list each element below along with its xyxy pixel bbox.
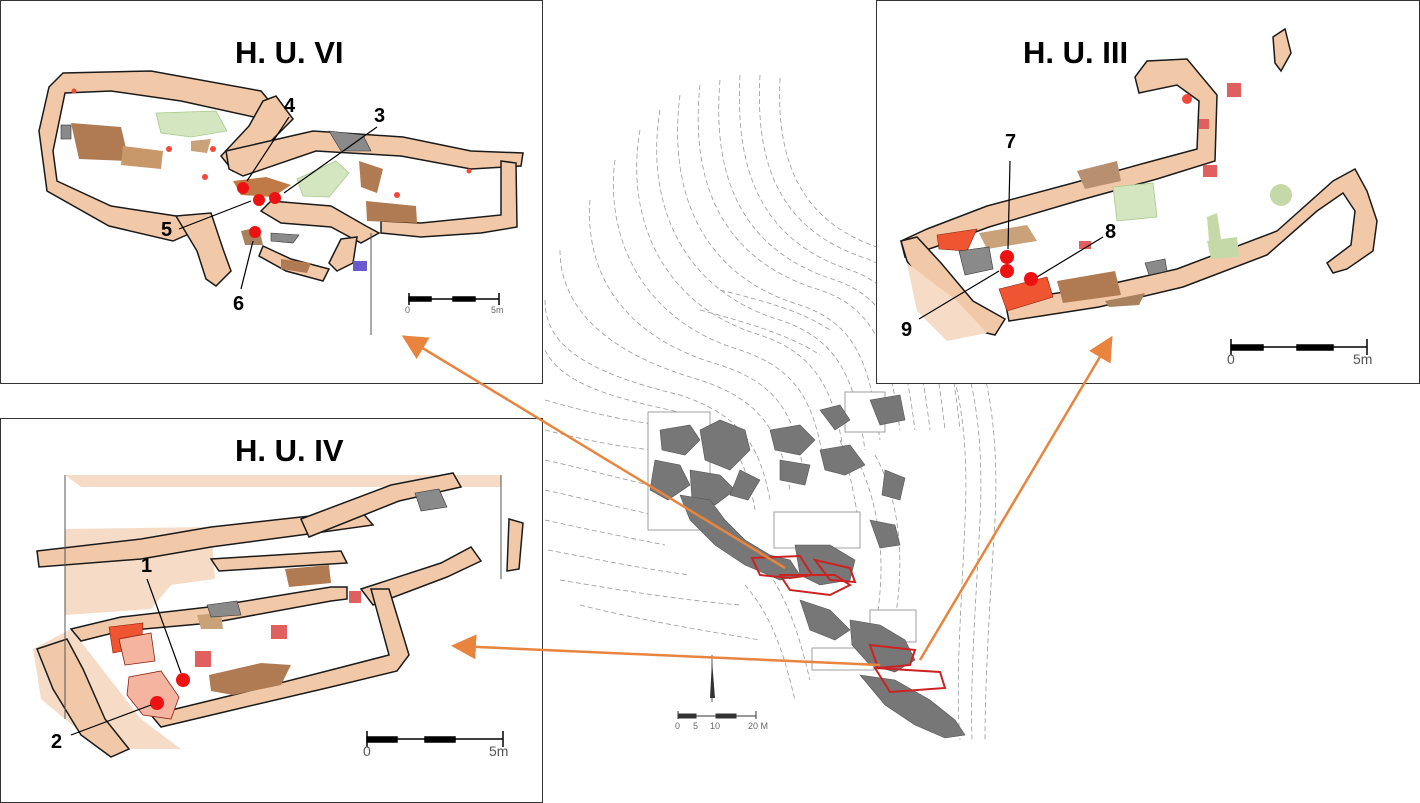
site-scale-end: 20 M	[748, 721, 769, 731]
label-8: 8	[1105, 221, 1117, 243]
scale-end: 5m	[489, 743, 509, 759]
grey-areas	[60, 124, 372, 244]
label-1: 1	[141, 555, 153, 577]
north-arrow	[710, 655, 715, 702]
site-scale-five: 5	[693, 721, 699, 731]
panel-title: H. U. VI	[235, 35, 344, 70]
grey-areas	[958, 246, 1168, 276]
small-features	[195, 591, 361, 667]
green-areas	[1112, 182, 1292, 259]
label-4: 4	[284, 95, 296, 117]
site-scale-zero: 0	[675, 721, 681, 731]
leader-lines	[918, 160, 1104, 320]
floors	[197, 565, 331, 695]
hu-iv-plan	[33, 472, 524, 758]
small-features	[1079, 83, 1241, 249]
site-scale-bar	[677, 711, 757, 719]
leader-lines	[70, 578, 182, 736]
walls	[900, 27, 1378, 336]
scale-end: 5m	[491, 305, 504, 315]
red-dots	[1000, 250, 1038, 286]
scale-bar	[366, 731, 504, 747]
green-areas	[155, 110, 350, 198]
small-features	[71, 88, 472, 271]
excavated-structures	[750, 554, 947, 694]
label-7: 7	[1005, 131, 1017, 153]
scale-end: 5m	[1353, 351, 1373, 367]
scale-bar	[408, 293, 500, 305]
scale-start: 0	[363, 743, 371, 759]
panel-hu-vi: H. U. VI 4 3 5 6 0 5m	[0, 0, 543, 384]
scale-start: 0	[1227, 351, 1235, 367]
leader-lines	[178, 116, 378, 290]
red-dots	[150, 673, 190, 710]
panel-hu-iv: H. U. IV 1 2 0 5m	[0, 418, 543, 803]
red-dots	[237, 182, 281, 238]
panel-title: H. U. IV	[235, 433, 344, 468]
label-5: 5	[161, 219, 173, 241]
site-scale-ten: 10	[710, 721, 721, 731]
label-9: 9	[901, 319, 913, 341]
scale-bar	[1230, 339, 1368, 355]
floors	[71, 123, 417, 273]
label-2: 2	[51, 731, 63, 753]
striped-features	[118, 632, 180, 720]
panel-hu-iii: H. U. III 7 8 9 0 5m	[876, 0, 1420, 384]
label-3: 3	[374, 105, 386, 127]
label-6: 6	[233, 293, 245, 315]
walls	[38, 70, 524, 287]
hu-vi-plan	[38, 70, 524, 335]
panel-title: H. U. III	[1023, 35, 1129, 70]
scale-start: 0	[405, 305, 411, 315]
hu-iii-plan	[900, 27, 1378, 355]
